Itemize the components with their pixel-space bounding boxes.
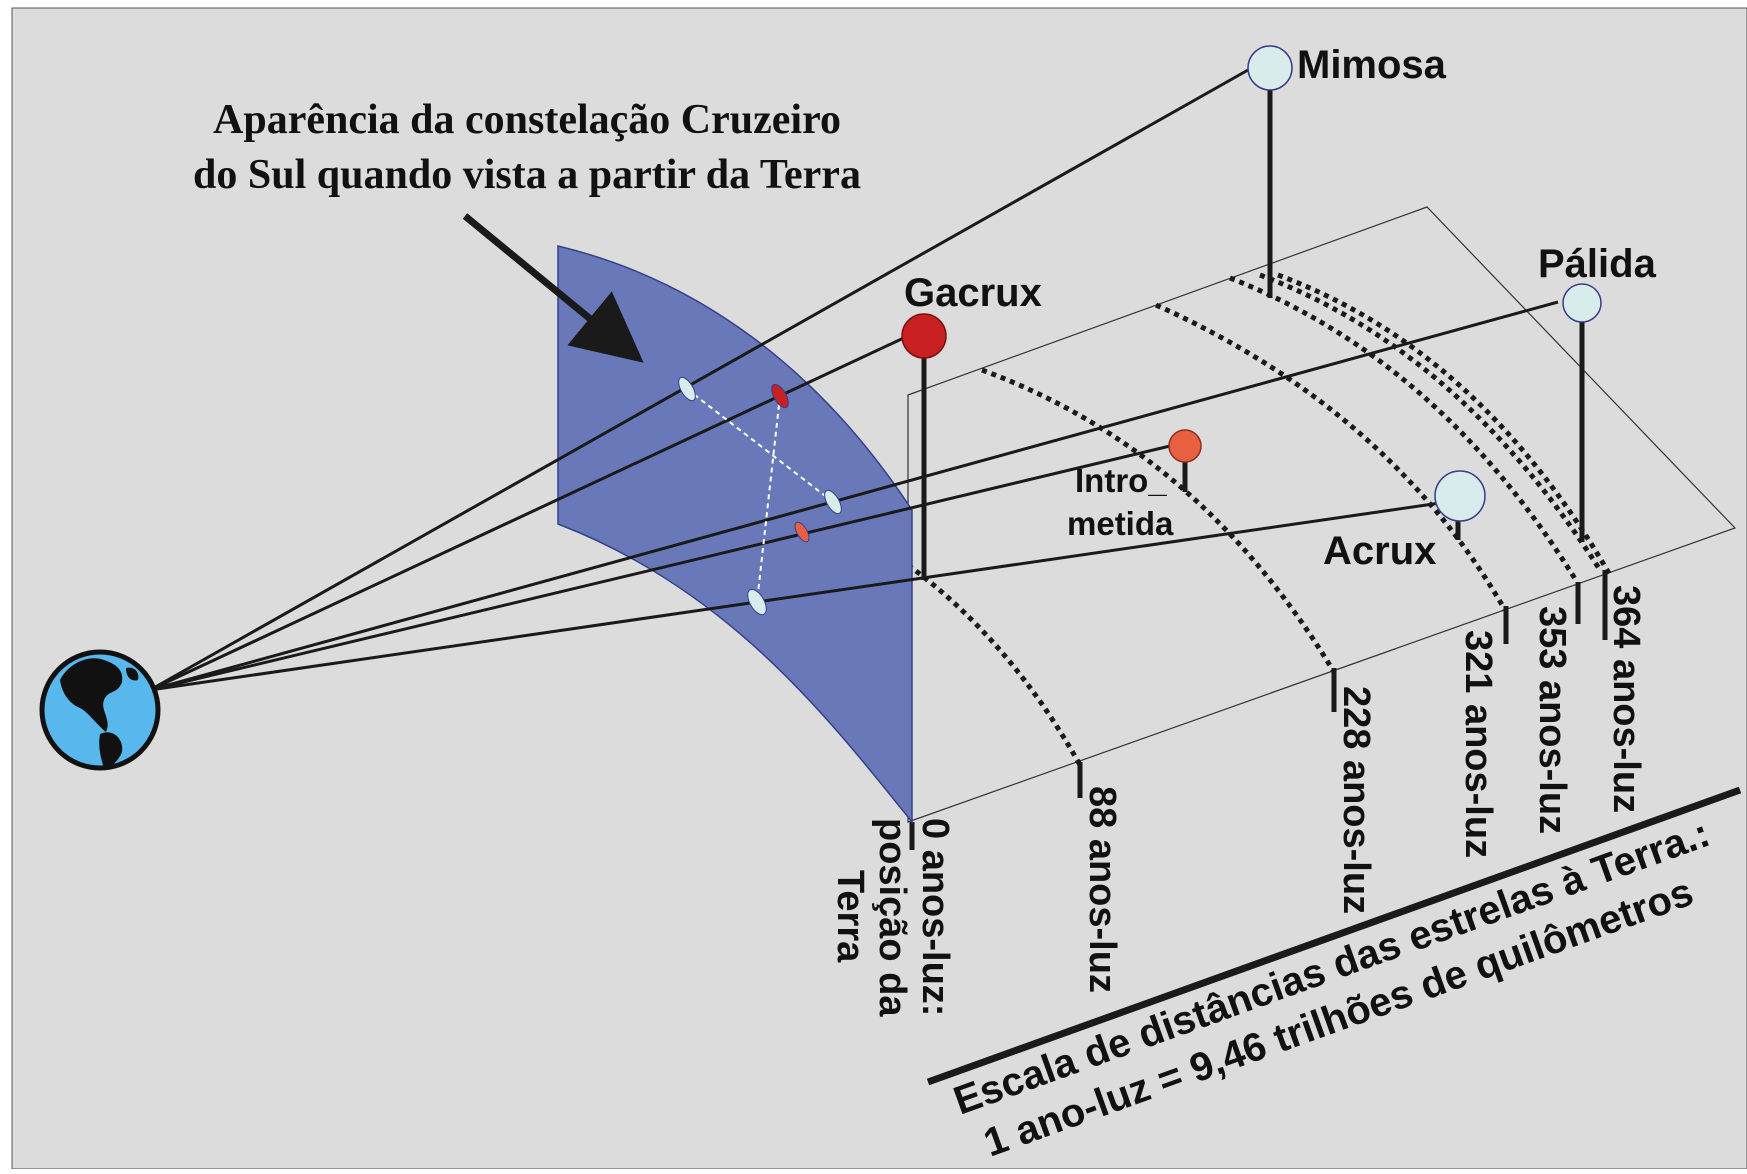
label-dist-0-line1: 0 anos-luz:	[914, 818, 956, 1016]
star-palida	[1562, 283, 1602, 323]
arc-353	[1229, 275, 1580, 584]
title-line-2: do Sul quando vista a partir da Terra	[193, 152, 861, 198]
arc-321	[1154, 302, 1508, 612]
distance-ticks	[909, 570, 1608, 850]
arc-88	[906, 562, 1083, 767]
label-dist-321: 321 anos-luz	[1457, 630, 1499, 858]
projected-gacrux	[771, 383, 789, 409]
projected-palida	[824, 489, 842, 515]
label-dist-0-line2: posição da	[871, 818, 913, 1017]
label-dist-364: 364 anos-luz	[1605, 585, 1647, 813]
label-palida: Pálida	[1538, 242, 1657, 286]
label-dist-353: 353 anos-luz	[1531, 606, 1573, 834]
label-acrux: Acrux	[1323, 529, 1436, 573]
star-acrux	[1434, 470, 1486, 522]
projected-acrux	[747, 588, 767, 616]
earth-globe-icon	[39, 649, 161, 771]
star-mimosa	[1247, 45, 1293, 91]
label-dist-88: 88 anos-luz	[1081, 786, 1123, 993]
label-intrometida-2: metida	[1067, 505, 1174, 542]
projected-mimosa	[678, 376, 696, 402]
pointer-arrow	[462, 213, 644, 363]
projected-cross-lines	[686, 388, 834, 603]
title-line-1: Aparência da constelação Cruzeiro	[213, 97, 841, 143]
arc-228	[981, 367, 1337, 674]
label-gacrux: Gacrux	[904, 271, 1042, 315]
scale-line	[926, 786, 1742, 1086]
star-stems	[921, 90, 1585, 580]
star-gacrux	[901, 313, 947, 359]
distance-arcs	[906, 272, 1613, 767]
star-intrometida	[1168, 429, 1202, 463]
label-dist-0-line3: Terra	[829, 870, 871, 963]
label-mimosa: Mimosa	[1297, 43, 1447, 87]
projection-plane	[557, 245, 913, 825]
label-dist-228: 228 anos-luz	[1335, 686, 1377, 914]
projected-intrometida	[794, 521, 810, 543]
label-intrometida-1: Intro_	[1075, 462, 1167, 499]
